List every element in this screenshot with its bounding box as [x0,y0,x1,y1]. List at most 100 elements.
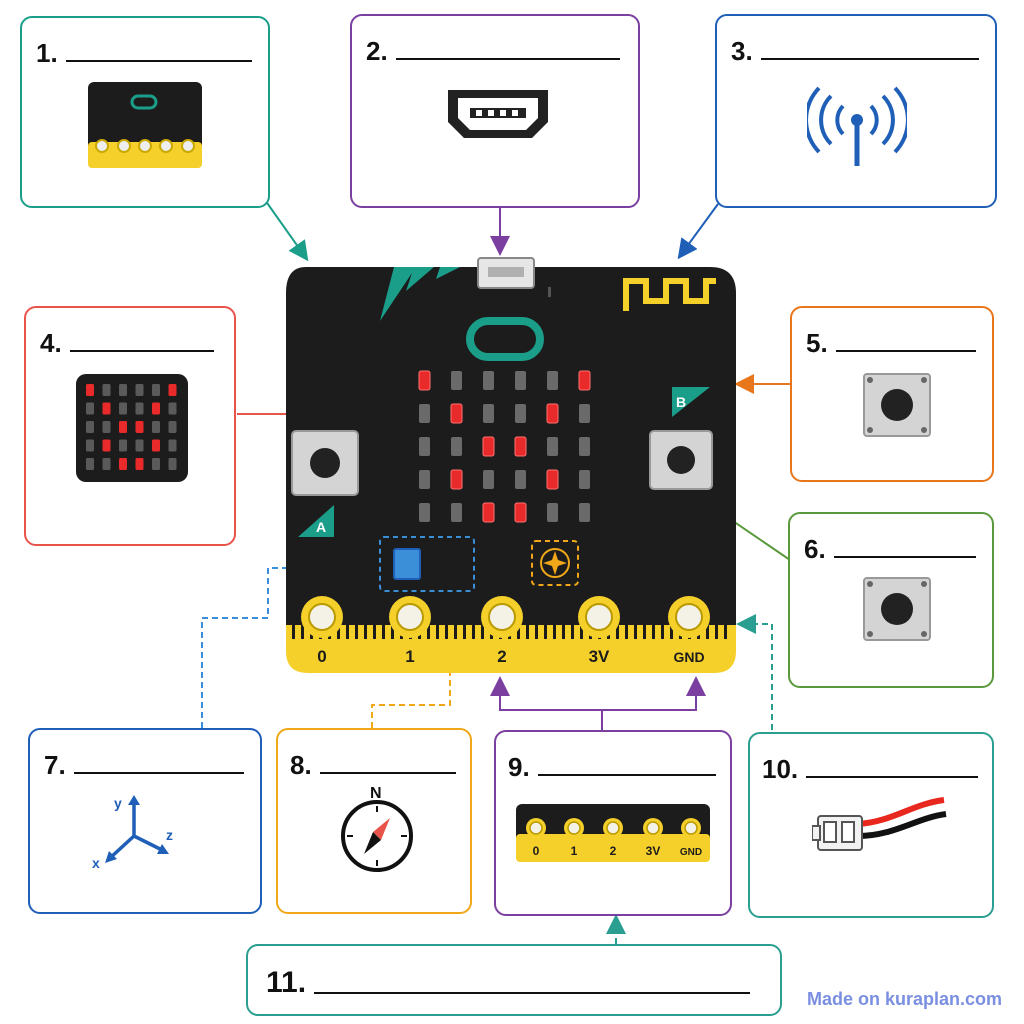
footer-credit[interactable]: Made on kuraplan.com [806,989,1002,1009]
antenna-signal-icon [807,86,907,166]
pin-label: 1 [405,647,414,666]
connector-tooth [364,625,367,639]
question-header: 9. [508,754,716,780]
led-off [451,503,462,522]
connector-tooth [616,625,619,639]
connector-tooth [562,625,565,639]
pin-hole [396,603,424,631]
question-box-3: 3. [715,14,997,208]
led-off [419,503,430,522]
connector-tooth [724,625,727,639]
connector-tooth [715,625,718,639]
led-on [514,502,527,523]
connector-tooth [643,625,646,639]
question-header: 4. [40,330,214,356]
mini-led-off [152,458,160,470]
answer-line[interactable] [395,58,620,60]
xyz-axes-icon: y x z [92,795,173,871]
question-number: 1. [36,38,58,68]
answer-line[interactable] [69,350,214,352]
led-matrix-icon [76,374,188,482]
strip-pin-hole [606,821,620,835]
question-header: 8. [290,752,456,778]
strip-pin-hole [567,821,581,835]
answer-line[interactable] [65,60,252,62]
strip-pin-label: GND [680,847,702,858]
strip-pin-label: 1 [571,844,578,858]
led-off [419,404,430,423]
connector-tooth [373,625,376,639]
answer-line[interactable] [833,556,976,558]
button-b [649,430,713,490]
led-off [579,437,590,456]
push-button-icon [863,373,931,437]
led-matrix [418,370,591,523]
question-header: 1. [36,40,252,66]
connector-tooth [670,625,673,639]
led-on [546,403,559,424]
led-on [578,370,591,391]
question-header: 2. [366,38,620,64]
led-on [450,403,463,424]
led-on [450,469,463,490]
answer-line[interactable] [760,58,979,60]
led-off [547,371,558,390]
question-header: 5. [806,330,976,356]
edge-connector [286,625,736,673]
pin-label: GND [673,649,704,665]
accelerometer-chip [393,548,421,580]
answer-line[interactable] [806,776,979,778]
compass-north-label: N [370,785,382,802]
connector-tooth [571,625,574,639]
compass-chip [540,548,570,578]
led-off [515,371,526,390]
answer-line[interactable] [835,350,976,352]
mini-led-on [102,402,111,415]
led-off [483,371,494,390]
answer-line[interactable] [73,772,244,774]
question-box-4: 4. [24,306,236,546]
connector-tooth [355,625,358,639]
question-number: 11. [266,966,307,999]
mini-led-on [119,458,127,470]
led-off [579,503,590,522]
connector-tooth [535,625,538,639]
mini-led-off [168,402,177,415]
answer-line[interactable] [319,772,456,774]
connector-tooth [544,625,547,639]
strip-pin-hole [646,821,660,835]
question-header: 11. [266,966,751,999]
led-off [483,470,494,489]
mini-led-off [135,384,144,396]
pin-hole [488,603,516,631]
led-off [483,404,494,423]
led-on [482,502,495,523]
mini-led-off [102,384,111,396]
question-number: 10. [762,754,799,784]
button-b-label: B [676,394,686,410]
mini-led-off [102,421,111,433]
logo-touch-sensor [466,317,544,361]
antenna-trace [623,278,716,311]
connector-tooth [580,625,583,639]
answer-line[interactable] [537,774,716,776]
mini-led-off [86,458,94,470]
button-a [291,430,359,496]
answer-line[interactable] [314,992,751,994]
connector-tooth [436,625,439,639]
question-number: 3. [731,36,753,66]
strip-pin-hole [529,821,543,835]
mini-led-off [119,384,127,396]
microbit-board-icon [88,82,202,168]
mini-led-off [119,439,127,452]
question-number: 6. [804,534,826,564]
connector-tooth [481,625,484,639]
connector-tooth [553,625,556,639]
mini-led-off [102,458,111,470]
mini-led-off [168,439,177,452]
connector-tooth [706,625,709,639]
pin-hole [585,603,613,631]
pin-hole [675,603,703,631]
question-number: 7. [44,750,66,780]
mini-led-off [152,421,160,433]
